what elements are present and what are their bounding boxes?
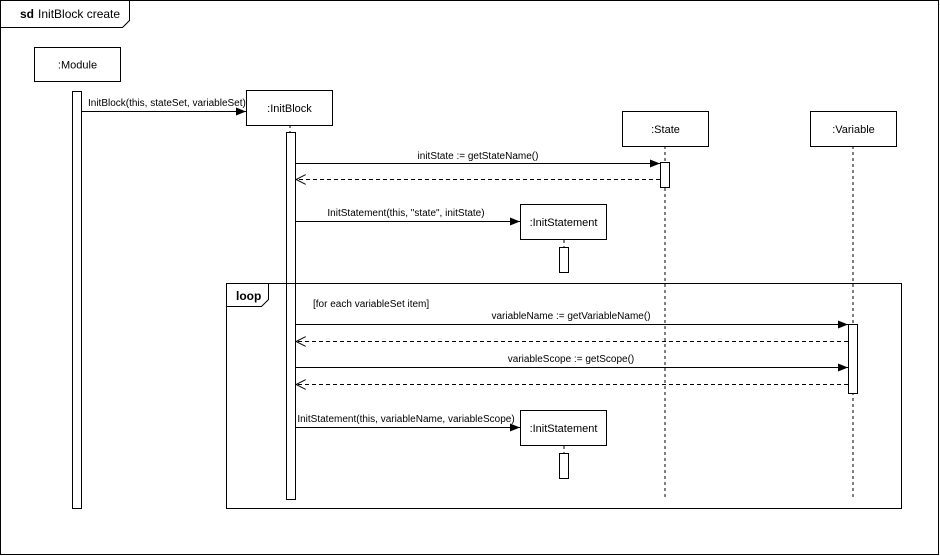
activation-initstatement-1 [559, 247, 569, 273]
participant-initblock-label: :InitBlock [267, 103, 312, 115]
participant-initstatement-2-label: :InitStatement [530, 423, 598, 435]
participant-state[interactable]: :State [622, 111, 709, 147]
message-get-variable-name-label: variableName := getVariableName() [491, 311, 650, 322]
message-get-state-name[interactable]: initState := getStateName() [296, 151, 660, 168]
participant-initstatement-1[interactable]: :InitStatement [520, 204, 607, 240]
participant-state-label: :State [651, 124, 680, 136]
participant-initstatement-2[interactable]: :InitStatement [520, 410, 607, 446]
message-create-initblock-label: InitBlock(this, stateSet, variableSet) [88, 98, 246, 109]
activations [72, 91, 858, 509]
message-get-scope[interactable]: variableScope := getScope() [296, 354, 848, 372]
message-create-initstatement-2[interactable]: InitStatement(this, variableName, variab… [296, 414, 520, 432]
activation-module [72, 91, 82, 509]
participant-variable-label: :Variable [832, 124, 875, 136]
message-create-initstatement-2-label: InitStatement(this, variableName, variab… [297, 414, 514, 425]
frame-keyword: sd [20, 7, 34, 21]
loop-fragment: loop [for each variableSet item] [226, 283, 902, 509]
participant-variable[interactable]: :Variable [810, 111, 897, 147]
activation-state [660, 162, 670, 188]
activation-initstatement-2 [559, 453, 569, 479]
message-create-initblock[interactable]: InitBlock(this, stateSet, variableSet) [82, 98, 246, 116]
frame-title: sd InitBlock create [20, 7, 120, 21]
activation-variable [848, 324, 858, 394]
frame-name: InitBlock create [38, 7, 120, 21]
message-get-scope-label: variableScope := getScope() [508, 354, 634, 365]
activation-initblock [286, 132, 296, 500]
loop-label: loop [236, 289, 261, 303]
participant-initblock[interactable]: :InitBlock [246, 90, 333, 126]
message-get-state-name-label: initState := getStateName() [418, 151, 539, 162]
participant-initstatement-1-label: :InitStatement [530, 217, 598, 229]
participant-module-label: :Module [58, 60, 97, 72]
participant-module[interactable]: :Module [34, 47, 121, 82]
message-get-variable-name[interactable]: variableName := getVariableName() [296, 311, 848, 329]
message-create-initstatement-1-label: InitStatement(this, "state", initState) [327, 208, 484, 219]
loop-guard: [for each variableSet item] [313, 299, 429, 310]
message-create-initstatement-1[interactable]: InitStatement(this, "state", initState) [296, 208, 520, 226]
